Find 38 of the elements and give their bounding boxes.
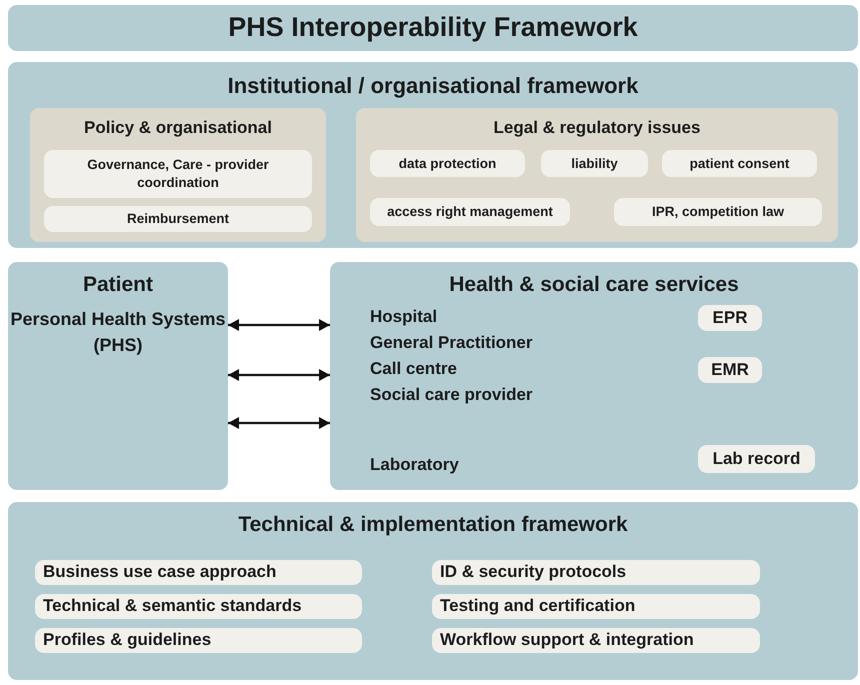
topic-tag: access right management [370,198,570,226]
panel-heading: Technical & implementation framework [237,513,629,538]
topic-tag: Governance, Care - provider coordination [44,150,312,198]
topic-tag: Workflow support & integration [432,628,760,653]
record-tag: EPR [698,305,762,331]
service-label: Hospital [370,307,438,327]
topic-tag: Reimbursement [44,206,312,232]
service-label: Social care provider [370,385,534,405]
topic-tag: IPR, competition law [614,198,822,226]
service-label: General Practitioner [370,333,534,353]
panel-heading: Policy & organisational [83,118,273,138]
framework-panel [8,62,858,248]
topic-tag: Technical & semantic standards [35,594,362,619]
topic-tag: liability [541,150,648,177]
topic-tag: Testing and certification [432,594,760,619]
double-arrow [228,369,330,381]
actor-panel [8,262,228,490]
panel-heading: Health & social care services [448,272,740,298]
topic-tag: ID & security protocols [432,560,760,585]
framework-panel [8,502,858,680]
double-arrow [228,319,330,331]
panel-heading: Patient [82,272,154,298]
category-panel [30,108,326,242]
record-tag: Lab record [698,445,815,473]
double-arrow [228,417,330,429]
service-label: Call centre [370,359,458,379]
category-panel [356,108,838,242]
services-panel [330,262,858,490]
topic-tag: Business use case approach [35,560,362,585]
service-label: Laboratory [370,455,460,475]
title-banner: PHS Interoperability Framework [8,5,858,51]
panel-heading: Legal & regulatory issues [492,118,702,138]
panel-description: Personal Health Systems (PHS) [9,308,227,358]
record-tag: EMR [698,357,762,383]
topic-tag: patient consent [662,150,817,177]
panel-heading: Institutional / organisational framework [226,73,640,98]
topic-tag: Profiles & guidelines [35,628,362,653]
topic-tag: data protection [370,150,525,177]
